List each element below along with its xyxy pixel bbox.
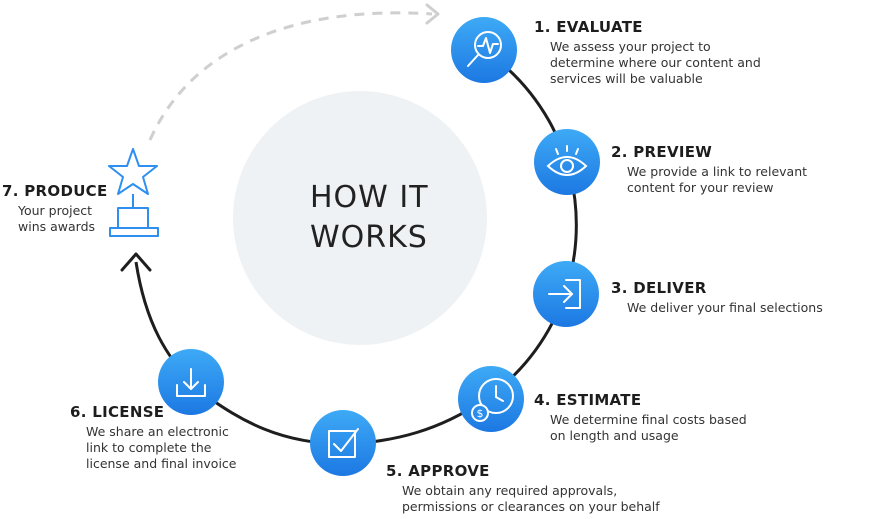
step-preview-title: 2. PREVIEW: [611, 143, 713, 161]
step-evaluate-title: 1. EVALUATE: [534, 18, 643, 36]
step-estimate-title: 4. ESTIMATE: [534, 391, 642, 409]
step-produce-desc: Your project wins awards: [18, 203, 96, 234]
enter-arrow-icon: [548, 279, 581, 309]
evaluate-node: [451, 17, 517, 83]
dashed-return-arrow: [148, 11, 433, 141]
deliver-node: [533, 261, 599, 327]
checkbox-icon: [328, 428, 359, 458]
step-approve-title: 5. APPROVE: [386, 462, 490, 480]
step-license: 6. LICENSE We share an electronic link t…: [70, 403, 236, 472]
step-produce: 7. PRODUCE Your project wins awards: [2, 182, 108, 235]
step-approve: 5. APPROVE We obtain any required approv…: [386, 462, 660, 515]
step-evaluate: 1. EVALUATE We assess your project to de…: [534, 18, 761, 87]
step-approve-desc: We obtain any required approvals, permis…: [402, 483, 660, 514]
estimate-node: $: [458, 366, 524, 432]
center-title: HOW IT WORKS: [262, 178, 462, 258]
download-icon: [176, 368, 206, 397]
step-evaluate-desc: We assess your project to determine wher…: [550, 39, 761, 86]
step-preview-desc: We provide a link to relevant content fo…: [627, 164, 808, 195]
step-license-title: 6. LICENSE: [70, 403, 165, 421]
center-circle: [233, 91, 487, 345]
approve-node: [310, 410, 376, 476]
dashed-arrowhead: [425, 3, 440, 25]
step-deliver: 3. DELIVER We deliver your final selecti…: [611, 279, 823, 316]
step-license-desc: We share an electronic link to complete …: [86, 424, 237, 471]
preview-node: [534, 129, 600, 195]
step-deliver-title: 3. DELIVER: [611, 279, 707, 297]
center-title-line1: HOW IT: [310, 180, 429, 215]
license-node: [158, 349, 224, 415]
clock-dollar-icon: $: [471, 378, 514, 422]
eye-icon: [546, 145, 588, 176]
ring-arrowhead: [120, 252, 152, 272]
center-title-line2: WORKS: [310, 220, 428, 255]
step-deliver-desc: We deliver your final selections: [627, 300, 823, 315]
step-preview: 2. PREVIEW We provide a link to relevant…: [611, 143, 807, 196]
magnifier-pulse-icon: [467, 31, 502, 67]
step-produce-title: 7. PRODUCE: [2, 182, 108, 200]
svg-text:$: $: [477, 407, 484, 420]
trophy-star-icon: [108, 148, 159, 237]
step-estimate-desc: We determine final costs based on length…: [550, 412, 747, 443]
step-estimate: 4. ESTIMATE We determine final costs bas…: [534, 391, 747, 444]
